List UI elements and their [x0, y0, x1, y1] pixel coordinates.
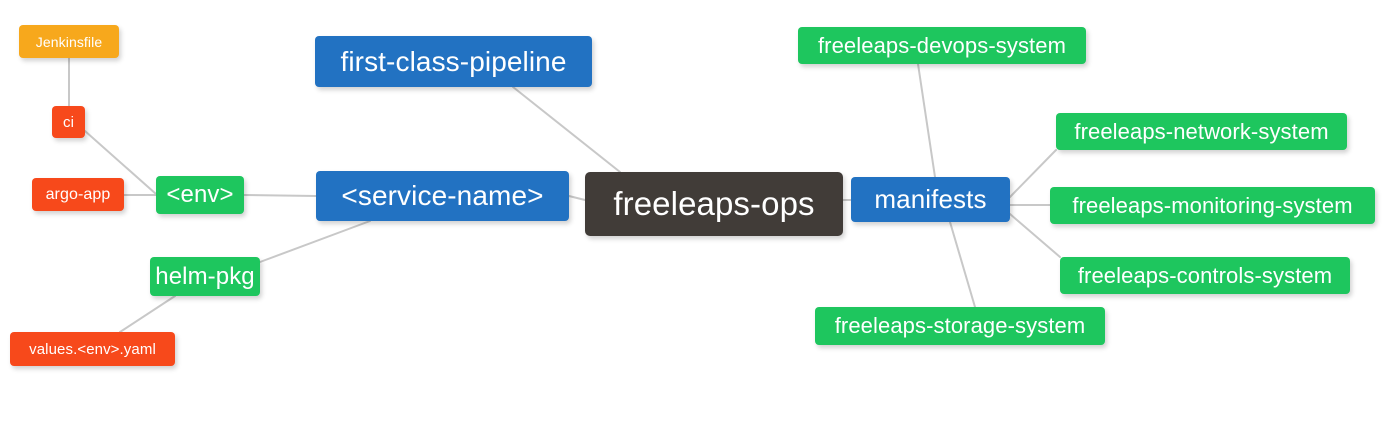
edge-manifests-to-devops [917, 63, 936, 178]
node-devops[interactable]: freeleaps-devops-system [798, 27, 1086, 64]
node-pipeline[interactable]: first-class-pipeline [315, 36, 592, 87]
edge-helm-pkg-to-service-name [259, 220, 371, 263]
node-manifests[interactable]: manifests [851, 177, 1010, 222]
node-monitoring[interactable]: freeleaps-monitoring-system [1050, 187, 1375, 224]
node-service-name[interactable]: <service-name> [316, 171, 569, 221]
node-storage[interactable]: freeleaps-storage-system [815, 307, 1105, 345]
node-ci[interactable]: ci [52, 106, 85, 138]
node-controls[interactable]: freeleaps-controls-system [1060, 257, 1350, 294]
node-values-yaml[interactable]: values.<env>.yaml [10, 332, 175, 366]
node-root[interactable]: freeleaps-ops [585, 172, 843, 236]
edge-values-yaml-to-helm-pkg [119, 295, 176, 333]
edge-manifests-to-storage [949, 221, 976, 308]
node-jenkinsfile[interactable]: Jenkinsfile [19, 25, 119, 58]
node-network[interactable]: freeleaps-network-system [1056, 113, 1347, 150]
node-helm-pkg[interactable]: helm-pkg [150, 257, 260, 296]
node-env[interactable]: <env> [156, 176, 244, 214]
edge-env-to-service-name [243, 194, 317, 197]
node-argo-app[interactable]: argo-app [32, 178, 124, 211]
edge-service-name-to-root [568, 195, 586, 201]
edge-pipeline-to-root [512, 86, 621, 173]
